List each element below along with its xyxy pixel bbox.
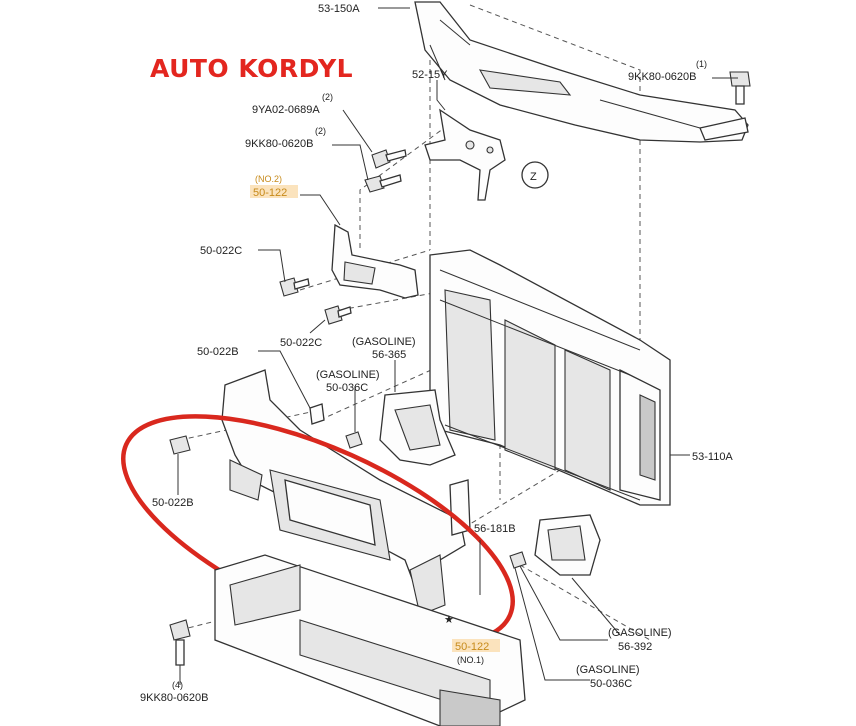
z-marker-top-label: Z bbox=[530, 171, 537, 183]
highlight-bg-bottom bbox=[452, 639, 500, 652]
callout-no1: (NO.1) bbox=[457, 655, 484, 665]
callout-56-365: 56-365 bbox=[372, 349, 406, 361]
callout-50-022C-a: 50-022C bbox=[200, 245, 242, 257]
bolt-9KK80-bottom bbox=[169, 619, 191, 666]
clips-50-022B bbox=[169, 403, 325, 455]
callout-53-150A: 53-150A bbox=[318, 3, 360, 15]
side-bracket-no2 bbox=[331, 223, 419, 299]
callout-52-15Y: 52-15Y bbox=[412, 69, 448, 81]
callout-50-036C-mid: 50-036C bbox=[326, 382, 368, 394]
callout-56-181B: 56-181B bbox=[474, 523, 516, 535]
callout-9KK80-0620B-top: 9KK80-0620B bbox=[245, 138, 314, 150]
callout-50-022B-left: 50-022B bbox=[152, 497, 194, 509]
side-air-guide-56-392 bbox=[534, 514, 601, 576]
callout-50-122-bottom: 50-122 bbox=[455, 641, 489, 653]
callout-50-022C-b: 50-022C bbox=[280, 337, 322, 349]
callout-qty-4: (4) bbox=[172, 680, 183, 690]
highlight-bg-top bbox=[250, 185, 298, 198]
callout-qty-2a: (2) bbox=[322, 92, 333, 102]
callout-gasoline-50-036C-mid: (GASOLINE) bbox=[316, 369, 380, 381]
star-marker: ★ bbox=[444, 614, 454, 626]
callout-53-110A: 53-110A bbox=[692, 451, 733, 463]
callout-no2: (NO.2) bbox=[255, 174, 282, 184]
upper-cross-member bbox=[414, 1, 749, 143]
leader-lines bbox=[177, 7, 738, 685]
watermark-text: AUTO KORDYL bbox=[150, 54, 354, 83]
callout-9KK80-0620B-right: 9KK80-0620B bbox=[628, 71, 697, 83]
bolts-50-022C bbox=[279, 277, 352, 325]
hood-latch-bracket bbox=[424, 108, 506, 201]
callout-gasoline-56-392: (GASOLINE) bbox=[608, 627, 672, 639]
callout-labels: 53-150A 52-15Y (2) 9YA02-0689A (2) 9KK80… bbox=[140, 3, 733, 704]
callout-56-392: 56-392 bbox=[618, 641, 652, 653]
air-guide-56-365 bbox=[379, 389, 456, 466]
bolt-50-036C-mid bbox=[345, 431, 363, 449]
callout-qty-1: (1) bbox=[696, 59, 707, 69]
callout-9KK80-0620B-bottom: 9KK80-0620B bbox=[140, 692, 209, 704]
callout-50-122-top: 50-122 bbox=[253, 187, 287, 199]
callout-gasoline-56-365: (GASOLINE) bbox=[352, 336, 416, 348]
callout-50-036C-bottom: 50-036C bbox=[590, 678, 632, 690]
callout-qty-2b: (2) bbox=[315, 126, 326, 136]
bumper-reinforcement bbox=[214, 554, 526, 726]
callout-gasoline-50-036C-bottom: (GASOLINE) bbox=[576, 664, 640, 676]
bolts-top bbox=[364, 71, 751, 193]
z-marker-top: Z bbox=[521, 161, 549, 189]
callout-50-022B-top: 50-022B bbox=[197, 346, 239, 358]
front-bumper-upper-assembly bbox=[221, 369, 471, 616]
radiator-support-frame bbox=[429, 249, 671, 506]
callout-9YA02-0689A: 9YA02-0689A bbox=[252, 104, 320, 116]
bolt-50-036C-bottom bbox=[509, 551, 527, 569]
